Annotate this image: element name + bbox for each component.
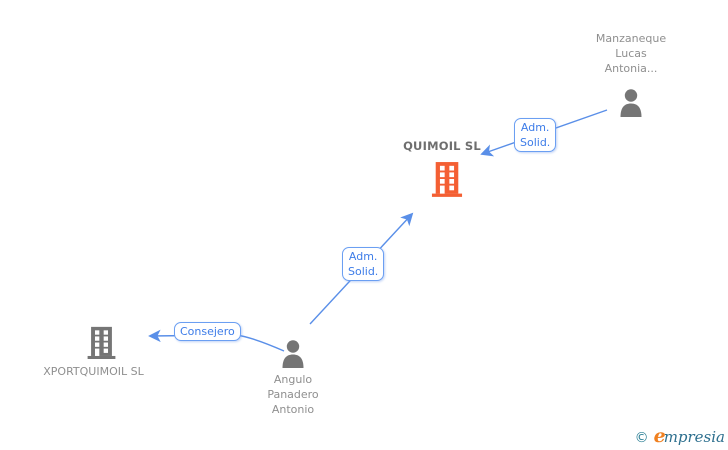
logo-letter-e: e bbox=[653, 425, 666, 447]
copyright-icon: © bbox=[634, 430, 649, 446]
building-icon[interactable] bbox=[431, 161, 463, 197]
node-label-line: Antonia... bbox=[604, 62, 658, 75]
edge-label-consejero: Consejero bbox=[174, 322, 241, 341]
node-label-line: Manzaneque bbox=[595, 32, 667, 45]
edge-label-adm-solid-middle: Adm. Solid. bbox=[342, 247, 385, 281]
node-label-line: Angulo bbox=[273, 373, 313, 386]
person-icon[interactable] bbox=[280, 339, 306, 368]
node-label-xportquimoil[interactable]: XPORTQUIMOIL SL bbox=[43, 365, 144, 378]
node-label-quimoil[interactable]: QUIMOIL SL bbox=[403, 139, 481, 153]
building-icon[interactable] bbox=[86, 326, 117, 359]
logo-wordmark: empresia bbox=[653, 425, 725, 447]
edge-label-adm-solid-top: Adm. Solid. bbox=[514, 118, 557, 152]
person-icon[interactable] bbox=[618, 88, 644, 117]
node-label-line: Lucas bbox=[615, 47, 647, 60]
edge-label-line: Adm. bbox=[520, 121, 550, 134]
empresia-logo[interactable]: © empresia bbox=[635, 427, 725, 447]
node-label-line: Panadero bbox=[267, 388, 319, 401]
node-label-angulo[interactable]: Angulo Panadero Antonio bbox=[233, 372, 353, 417]
edge-label-line: Solid. bbox=[520, 136, 551, 149]
edge-label-line: Solid. bbox=[348, 265, 379, 278]
node-label-manzaneque[interactable]: Manzaneque Lucas Antonia... bbox=[566, 31, 696, 76]
node-label-line: Antonio bbox=[271, 403, 315, 416]
edge-label-line: Consejero bbox=[180, 325, 235, 338]
edge-label-line: Adm. bbox=[348, 250, 378, 263]
logo-word-rest: mpresia bbox=[663, 428, 725, 446]
